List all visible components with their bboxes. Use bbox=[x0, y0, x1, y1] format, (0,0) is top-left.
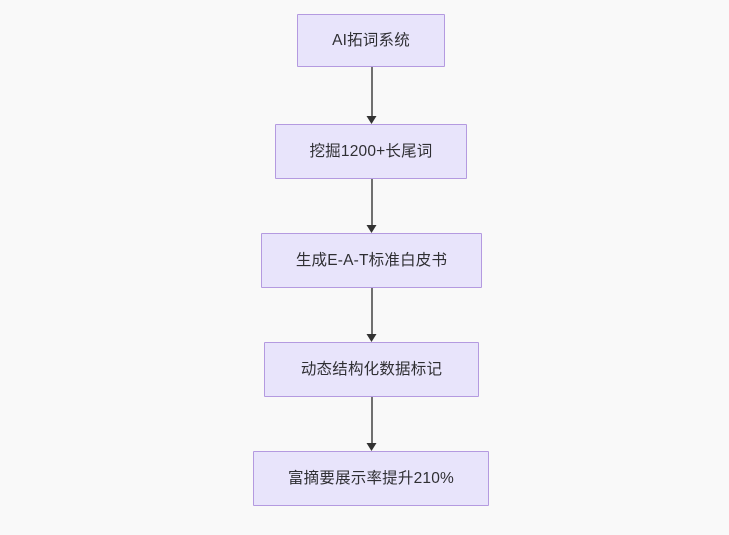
flow-edge-line bbox=[371, 397, 373, 444]
flow-edge-line bbox=[371, 179, 373, 226]
flow-edge-line bbox=[371, 288, 373, 335]
arrow-head-icon bbox=[366, 116, 377, 124]
arrow-head-icon bbox=[366, 334, 377, 342]
flow-node-rich-snippet-impression-lift[interactable]: 富摘要展示率提升210% bbox=[253, 451, 489, 506]
flow-edge-line bbox=[371, 67, 373, 117]
flow-node-label: 富摘要展示率提升210% bbox=[287, 469, 455, 487]
flow-node-label: 生成E-A-T标准白皮书 bbox=[295, 251, 448, 269]
flow-node-label: AI拓词系统 bbox=[332, 31, 410, 49]
arrow-head-icon bbox=[366, 225, 377, 233]
flow-node-mine-longtail-keywords[interactable]: 挖掘1200+长尾词 bbox=[275, 124, 467, 179]
flow-node-label: 挖掘1200+长尾词 bbox=[309, 142, 433, 160]
arrow-head-icon bbox=[366, 443, 377, 451]
flow-node-label: 动态结构化数据标记 bbox=[300, 360, 443, 378]
flow-node-dynamic-structured-data-markup[interactable]: 动态结构化数据标记 bbox=[264, 342, 479, 397]
flow-node-generate-eat-whitepaper[interactable]: 生成E-A-T标准白皮书 bbox=[261, 233, 482, 288]
flow-node-ai-keyword-system[interactable]: AI拓词系统 bbox=[297, 14, 445, 67]
